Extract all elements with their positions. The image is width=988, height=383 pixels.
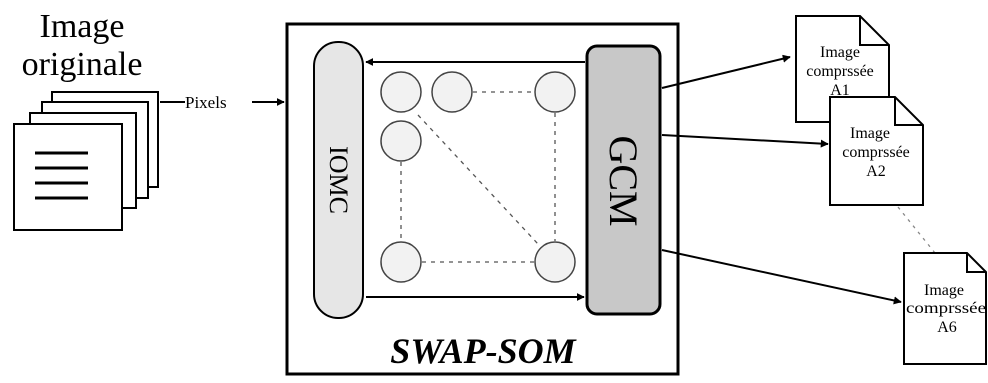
system-title: SWAP-SOM: [390, 331, 577, 371]
output-a6-line1: Image: [924, 282, 964, 299]
output-arrow-a6: [661, 249, 902, 305]
output-document-a6: Image comprssée A6: [903, 252, 987, 365]
output-a1-line3: A1: [830, 82, 850, 99]
ellipsis-connector: [897, 206, 936, 254]
neuron-node: [534, 71, 576, 113]
neuron-node: [431, 71, 473, 113]
source-title-line1: Image: [40, 8, 125, 45]
output-a2-line2: comprssée: [842, 144, 910, 161]
pixels-label: Pixels: [185, 93, 227, 112]
iomc-label: IOMC: [324, 146, 353, 214]
neuron-node: [380, 120, 422, 162]
output-a2-line1: Image: [850, 125, 890, 142]
output-document-a1: Image comprssée A1: [795, 15, 890, 123]
output-a6-line3: A6: [937, 319, 957, 336]
document-stack-icon: [13, 91, 159, 231]
output-document-a2: Image comprssée A2: [829, 96, 924, 206]
neuron-links: [400, 91, 556, 263]
output-a2-line3: A2: [866, 163, 886, 180]
neuron-grid: [380, 71, 576, 283]
neuron-node: [534, 241, 576, 283]
iomc-module: [313, 41, 364, 319]
output-arrow-a2: [661, 134, 829, 148]
output-a6-line2: comprssée: [906, 300, 986, 317]
neuron-node: [380, 241, 422, 283]
gcm-label: GCM: [601, 135, 646, 226]
gcm-module: [585, 44, 662, 316]
output-a1-line1: Image: [820, 44, 860, 61]
output-arrow-a1: [661, 54, 791, 89]
source-title-line2: originale: [22, 46, 143, 83]
neuron-node: [380, 71, 422, 113]
output-a1-line2: comprssée: [806, 63, 874, 80]
